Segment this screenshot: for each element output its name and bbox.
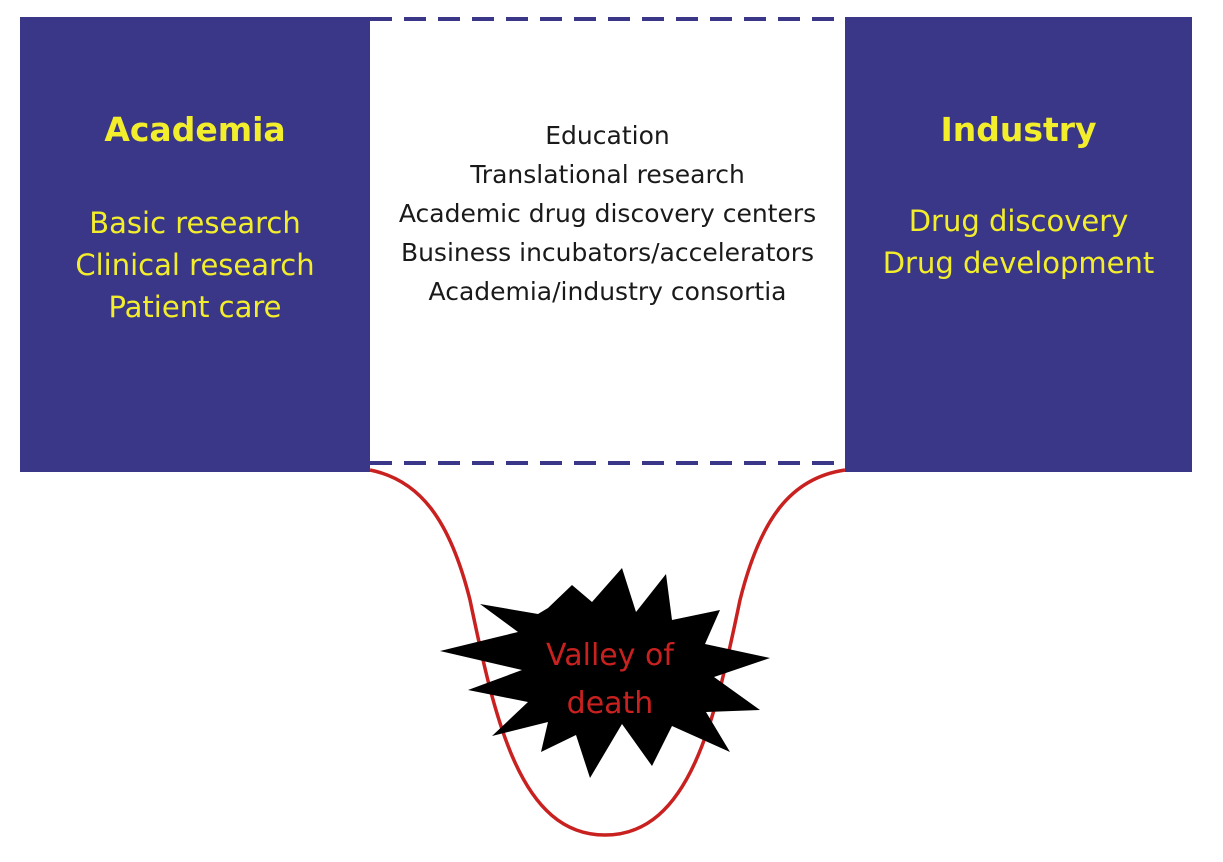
academia-item: Clinical research — [75, 248, 315, 282]
valley-label-line: Valley of — [546, 638, 674, 673]
bridge-item: Translational research — [470, 160, 745, 189]
bridge-item: Academic drug discovery centers — [398, 199, 817, 228]
academia-items: Basic research Clinical research Patient… — [20, 202, 370, 328]
valley-of-death-curve — [369, 468, 846, 837]
academia-item: Basic research — [89, 206, 301, 240]
bridge-item: Academia/industry consortia — [428, 277, 787, 306]
bridge-item: Business incubators/accelerators — [400, 238, 815, 267]
bridge-items: Education Translational research Academi… — [370, 116, 845, 311]
valley-label-line: death — [566, 686, 654, 721]
valley-of-death-label: Valley of death — [510, 632, 710, 728]
industry-panel: Industry Drug discovery Drug development — [845, 17, 1192, 472]
bridge-area: Education Translational research Academi… — [370, 17, 845, 472]
industry-title: Industry — [940, 110, 1097, 149]
industry-item: Drug development — [882, 246, 1155, 280]
bridge-item: Education — [545, 121, 670, 150]
industry-items: Drug discovery Drug development — [845, 200, 1192, 284]
industry-item: Drug discovery — [908, 204, 1129, 238]
academia-title: Academia — [104, 110, 286, 149]
academia-panel: Academia Basic research Clinical researc… — [20, 17, 370, 472]
explosion-burst-icon — [440, 568, 770, 778]
academia-item: Patient care — [108, 290, 282, 324]
